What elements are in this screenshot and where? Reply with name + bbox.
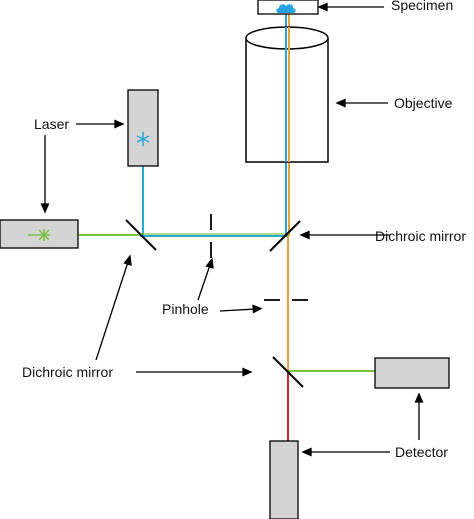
label-pinhole: Pinhole <box>162 301 209 317</box>
dichroic-mirror-1 <box>125 219 157 251</box>
label-objective: Objective <box>394 95 453 111</box>
label-dichroic-right: Dichroic mirror <box>375 228 466 244</box>
pointer-arrows <box>40 2 424 457</box>
label-detector: Detector <box>395 444 448 460</box>
specimen-blob <box>276 4 296 13</box>
label-dichroic-left: Dichroic mirror <box>22 364 113 380</box>
laser-blue-star-icon <box>136 132 150 146</box>
dichroic-mirror-2 <box>269 220 301 252</box>
dichroic-mirror-3 <box>272 356 304 388</box>
detector-bottom <box>269 440 299 519</box>
label-specimen: Specimen <box>391 0 454 13</box>
laser-blue-box <box>127 89 159 167</box>
laser-green-star-icon <box>28 229 50 241</box>
laser-green-box <box>0 219 79 249</box>
detector-right <box>374 357 450 389</box>
label-laser: Laser <box>34 116 70 132</box>
